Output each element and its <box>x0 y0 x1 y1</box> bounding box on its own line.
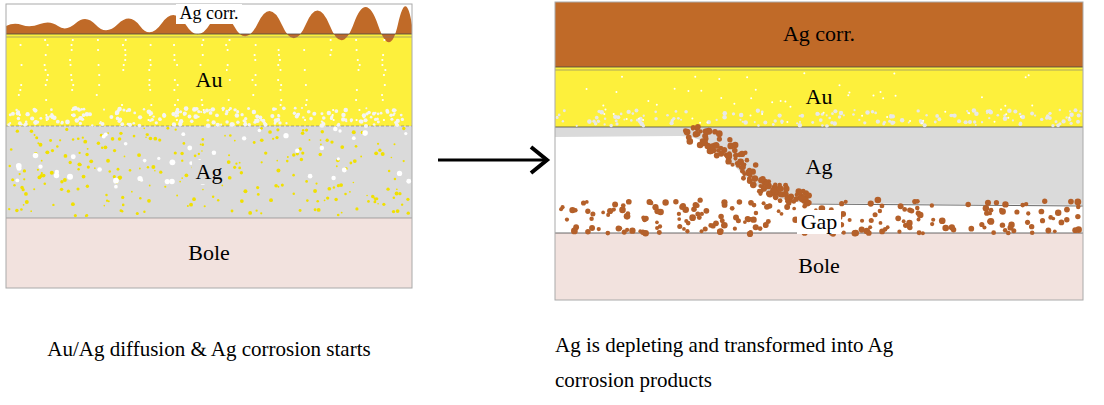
layer-label: Ag <box>192 160 227 184</box>
corrosion-band: Ag corr. <box>555 2 1083 67</box>
gold-layer <box>555 67 1083 127</box>
layer-label: Ag <box>802 155 837 179</box>
bole-layer <box>6 218 412 288</box>
corrosion-band: Ag corr. <box>6 3 412 25</box>
panel-after: Ag is depleting and transformed into Ag … <box>555 2 1083 300</box>
silver-band: Ag <box>555 127 1083 207</box>
silver-layer <box>6 126 412 218</box>
layer-label: Ag corr. <box>779 22 859 46</box>
layer-label: Au <box>192 68 227 92</box>
right-stack <box>555 2 1083 300</box>
gold-band: Au <box>555 67 1083 127</box>
bole-layer <box>555 233 1083 300</box>
bole-band: Bole <box>555 233 1083 300</box>
layer-label: Au <box>802 85 837 109</box>
bole-band: Bole <box>6 218 412 288</box>
layer-label: Ag corr. <box>176 4 243 24</box>
gold-layer <box>6 34 412 126</box>
layer-label: Bole <box>794 254 844 278</box>
process-arrow <box>438 147 547 173</box>
panel-before: Au/Ag diffusion & Ag corrosion startsAg … <box>6 4 412 288</box>
corrosion-layer <box>555 2 1083 67</box>
left-stack <box>6 4 412 288</box>
caption: Ag is depleting and transformed into Ag … <box>555 328 915 398</box>
silver-band: Ag <box>6 126 412 218</box>
arrow-shaft <box>438 159 545 162</box>
gap-band: Gap <box>555 209 1083 235</box>
arrow-head <box>531 147 547 173</box>
gold-band: Au <box>6 34 412 126</box>
layer-label: Bole <box>184 241 234 265</box>
caption: Au/Ag diffusion & Ag corrosion starts <box>6 332 412 367</box>
layer-label: Gap <box>797 210 842 234</box>
